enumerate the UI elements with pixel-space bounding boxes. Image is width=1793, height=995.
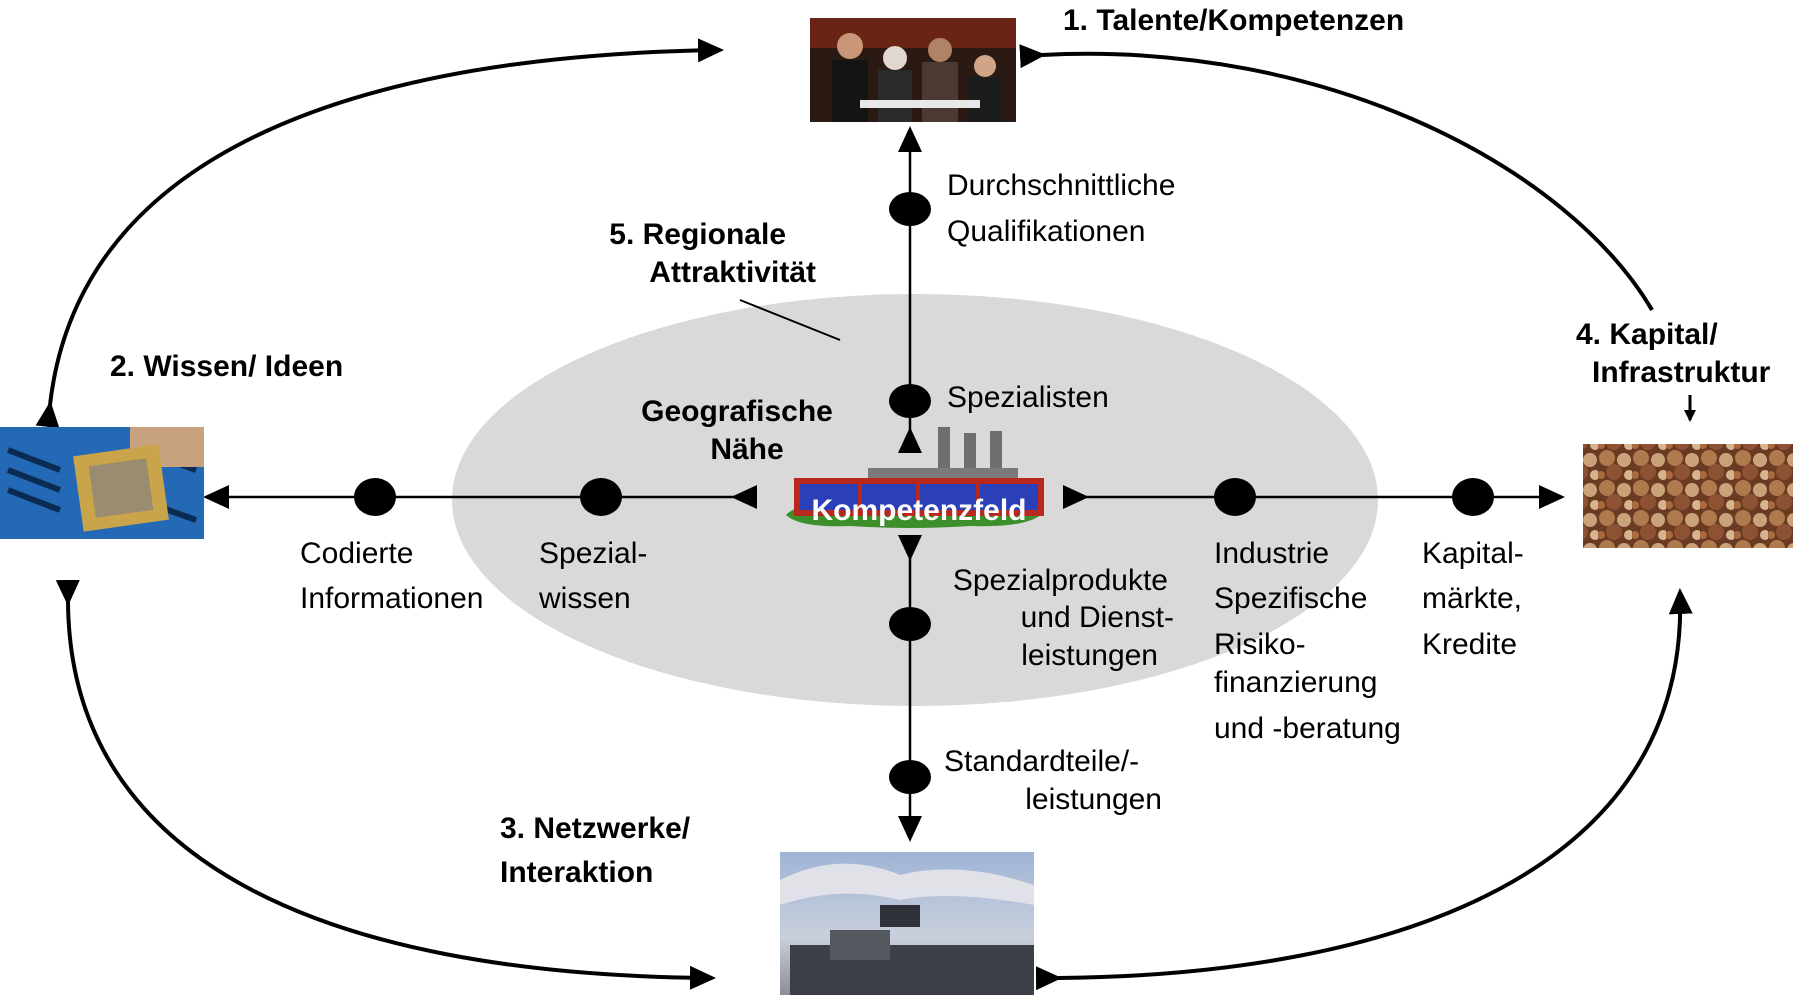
node-label-kapital-line2: Infrastruktur — [1592, 356, 1771, 389]
cycle-arrow-top-right — [1019, 44, 1654, 312]
right-outer-label-line1: Kapital- — [1422, 537, 1524, 570]
right-outer-label-line2: märkte, — [1422, 582, 1523, 615]
node-label-regional-line2: Attraktivität — [649, 256, 816, 289]
node-label-regional-line1: 5. Regionale — [609, 218, 786, 251]
right-outer-label-line3: Kredite — [1422, 628, 1518, 661]
flow-dot-codierte-informationen — [354, 478, 396, 516]
flow-dot-qualifikationen — [889, 192, 931, 226]
factory-icon — [786, 427, 1044, 528]
bottom-inner-label-line1: Spezialprodukte — [952, 564, 1168, 597]
regional-label-leader-line — [739, 299, 841, 341]
right-inner-label-line3: Risiko- — [1214, 628, 1306, 661]
left-inner-label-line1: Spezial- — [539, 537, 648, 570]
flow-dot-spezialwissen — [580, 478, 622, 516]
right-inner-label-line4: finanzierung — [1214, 666, 1378, 699]
plant-photo — [780, 852, 1034, 995]
right-inner-label-line5: und -beratung — [1214, 712, 1401, 745]
node-label-talente: 1. Talente/Kompetenzen — [1063, 4, 1405, 37]
cycle-arrow-top-left — [35, 38, 724, 429]
top-outer-label-line1: Durchschnittliche — [947, 169, 1176, 202]
bottom-inner-label-line2: und Dienst- — [1020, 601, 1174, 634]
node-label-netzwerke-line1: 3. Netzwerke/ — [500, 812, 691, 845]
bottom-inner-label-line3: leistungen — [1021, 639, 1158, 672]
right-inner-label-line1: Industrie — [1214, 537, 1330, 570]
geo-label-line1: Geografische — [641, 395, 833, 428]
node-label-wissen: 2. Wissen/ Ideen — [110, 350, 344, 383]
geo-label-line2: Nähe — [710, 433, 784, 466]
flow-dot-standardteile — [889, 760, 931, 794]
right-inner-label-line2: Spezifische — [1214, 582, 1368, 615]
talente-photo — [810, 18, 1016, 122]
flow-dot-kapitalmaerkte — [1452, 478, 1494, 516]
node-label-netzwerke-line2: Interaktion — [500, 856, 654, 889]
left-outer-label-line1: Codierte — [300, 537, 414, 570]
bottom-outer-label-line1: Standardteile/- — [944, 745, 1140, 778]
node-label-kapital-line1: 4. Kapital/ — [1576, 318, 1718, 351]
chip-photo — [0, 427, 204, 539]
cycle-arrow-bottom-right — [1035, 588, 1693, 991]
flow-dot-spezialisten — [889, 384, 931, 418]
bottom-outer-label-line2: leistungen — [1025, 783, 1162, 816]
coins-photo — [1583, 444, 1793, 548]
flow-dot-spezialprodukte — [889, 607, 931, 641]
left-inner-label-line2: wissen — [539, 582, 631, 615]
left-outer-label-line2: Informationen — [300, 582, 484, 615]
cycle-arrow-bottom-left — [55, 579, 716, 990]
top-inner-label: Spezialisten — [947, 381, 1109, 414]
flow-dot-risikofinanzierung — [1214, 478, 1256, 516]
kompetenzfeld-label: Kompetenzfeld — [811, 494, 1027, 527]
top-outer-label-line2: Qualifikationen — [947, 215, 1146, 248]
